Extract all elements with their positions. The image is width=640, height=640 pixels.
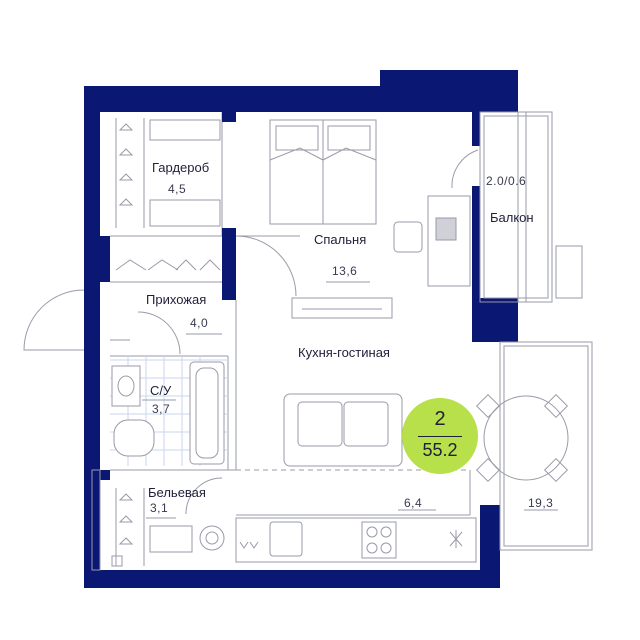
room-bedroom-area: 13,6	[332, 264, 358, 278]
room-balcony-name: Балкон	[490, 210, 534, 225]
balcony-railing	[479, 111, 593, 551]
tv-unit	[291, 297, 393, 319]
room-living-name: Кухня-гостиная	[298, 345, 390, 360]
walls	[84, 70, 518, 588]
badge-divider	[418, 436, 462, 437]
meter-icon	[111, 555, 123, 567]
room-kitchen-area: 6,4	[404, 496, 423, 510]
room-hallway-name: Прихожая	[146, 292, 207, 307]
room-dining-area: 19,3	[528, 496, 554, 510]
bed	[269, 119, 377, 225]
apartment-summary-badge: 2 55.2	[402, 398, 478, 474]
room-count: 2	[434, 408, 446, 430]
dining-set	[475, 393, 569, 483]
room-bathroom-area: 3,7	[152, 402, 171, 416]
kitchen-counter	[235, 517, 477, 563]
room-wardrobe-name: Гардероб	[152, 160, 210, 175]
room-bedroom-name: Спальня	[314, 232, 367, 247]
door-swings	[23, 149, 479, 515]
sofa	[283, 393, 403, 467]
room-balcony-area: 2.0/0.6	[486, 174, 527, 188]
wardrobe-fixtures	[115, 118, 225, 566]
room-laundry-area: 3,1	[150, 501, 169, 515]
area-underlines	[142, 199, 558, 519]
room-hallway-area: 4,0	[190, 316, 209, 330]
interior-lines	[110, 112, 471, 516]
room-wardrobe-area: 4,5	[168, 182, 187, 196]
room-laundry-name: Бельевая	[148, 485, 206, 500]
desk	[393, 195, 471, 287]
total-area: 55.2	[422, 440, 458, 460]
bathroom-fixtures	[110, 356, 228, 466]
room-bathroom-name: С/У	[150, 383, 172, 398]
